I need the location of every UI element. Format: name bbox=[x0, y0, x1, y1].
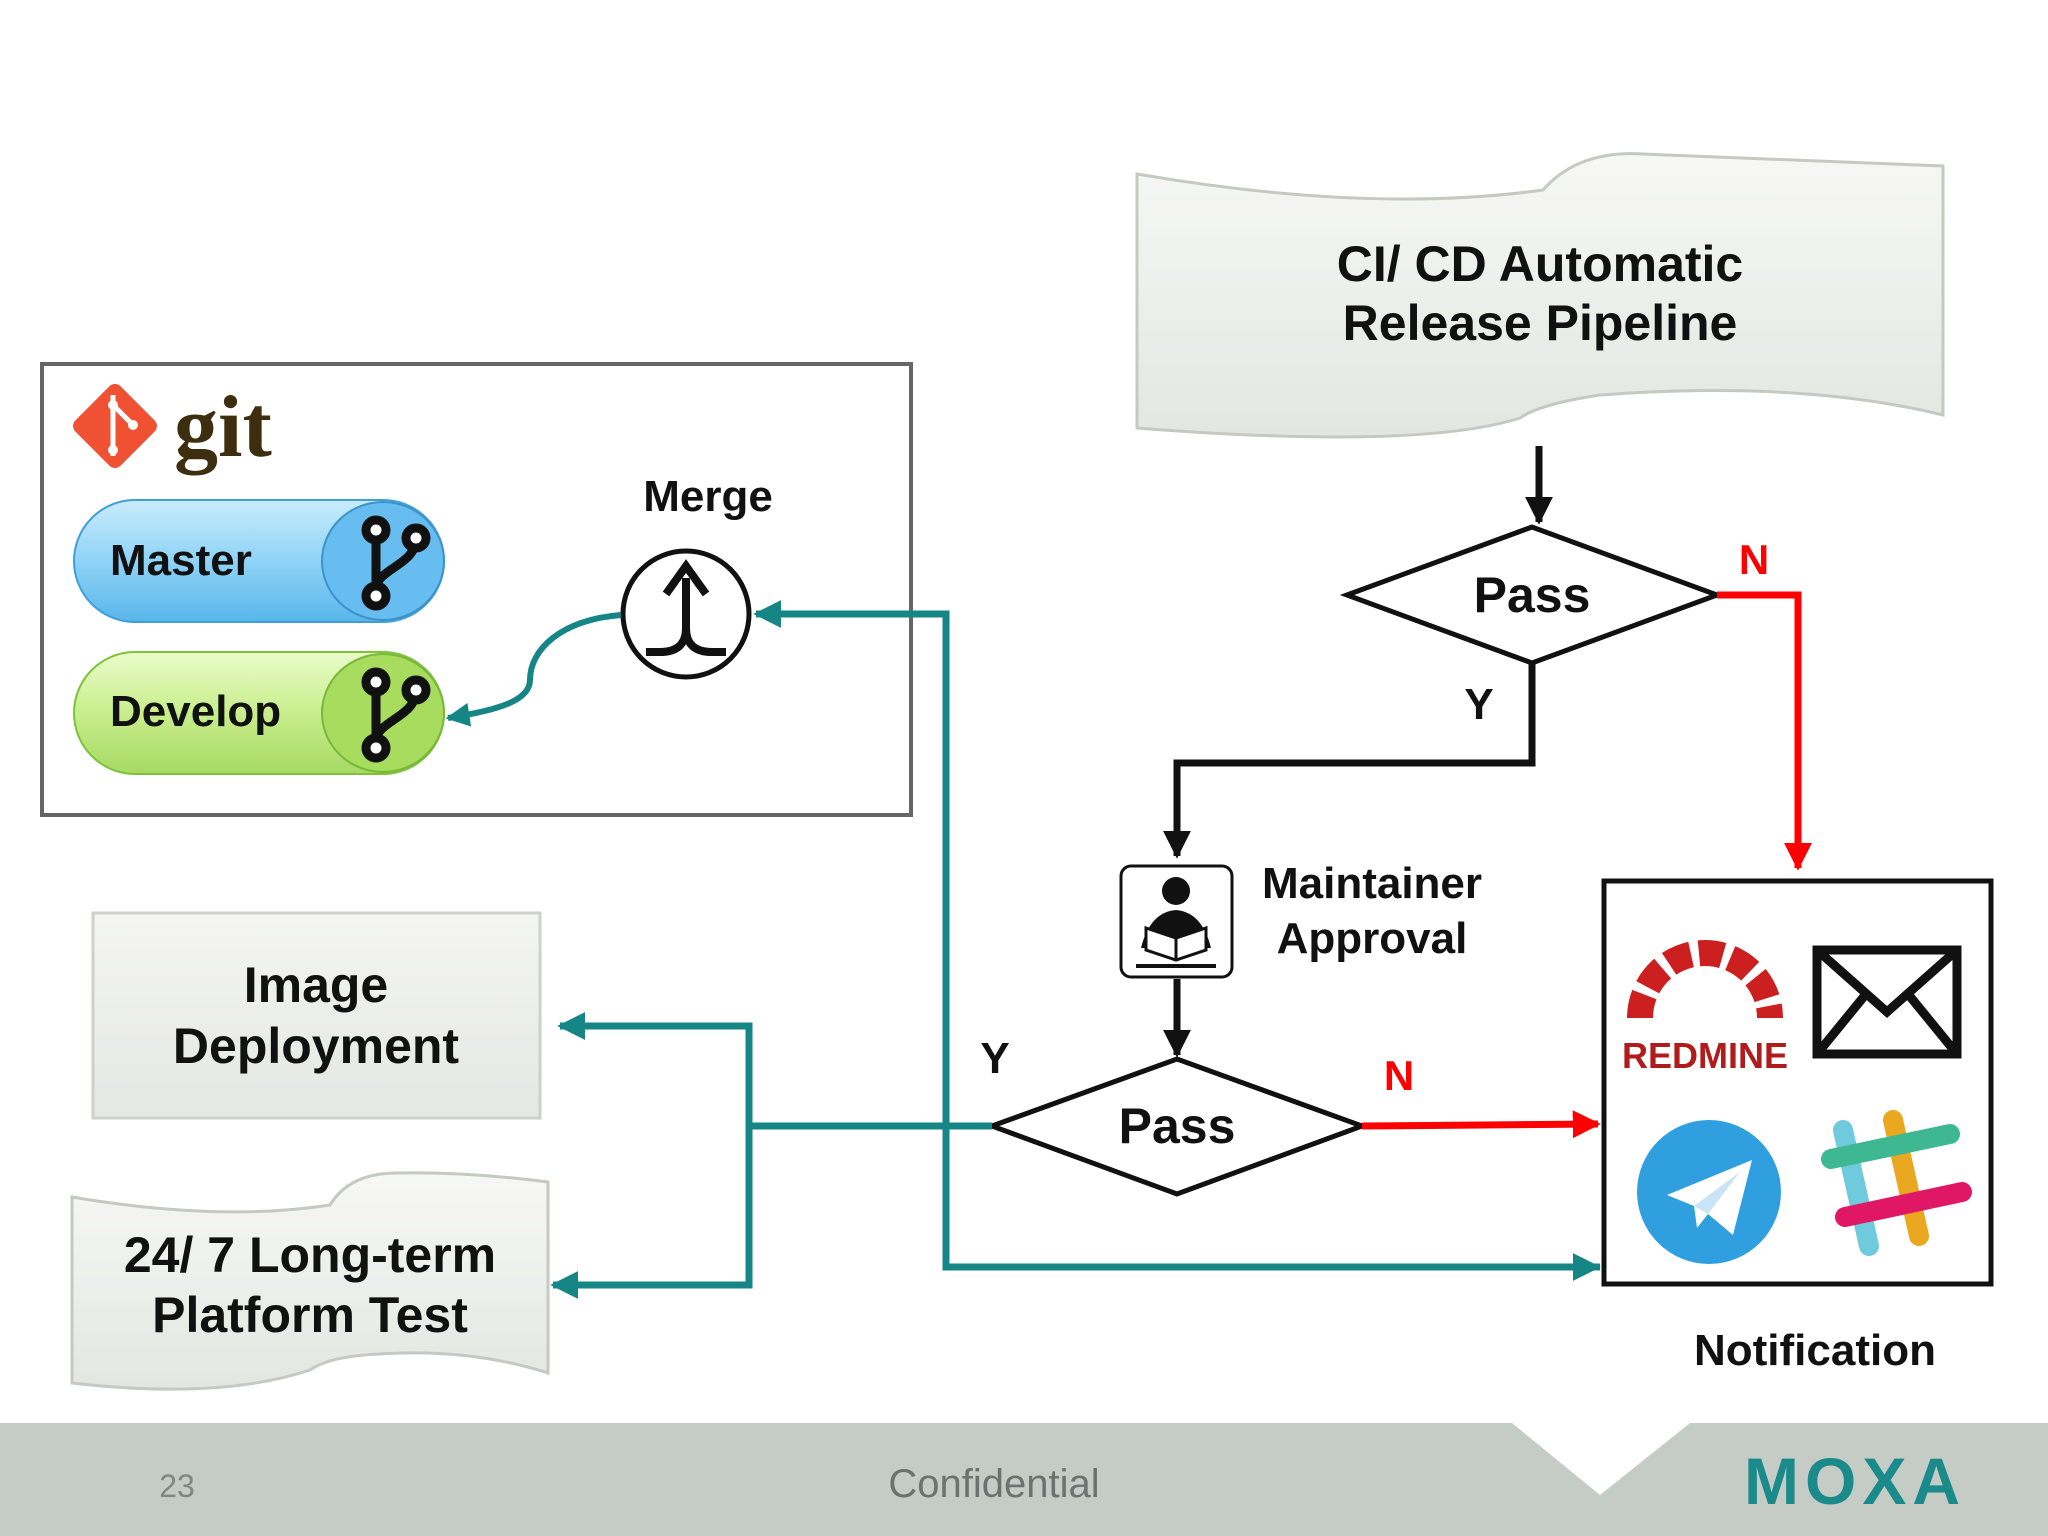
develop-branch[interactable]: Develop bbox=[73, 651, 445, 775]
redmine-icon: REDMINE bbox=[1622, 940, 1788, 1076]
pass-1-no-arrow bbox=[1717, 591, 1812, 871]
platform-test-line1: 24/ 7 Long-term bbox=[124, 1227, 496, 1283]
pipeline-title-line1: CI/ CD Automatic bbox=[1337, 236, 1744, 292]
pass-2-no-arrow bbox=[1361, 1110, 1601, 1139]
git-panel bbox=[40, 362, 913, 817]
mail-icon bbox=[1812, 945, 1962, 1059]
merge-icon bbox=[620, 548, 752, 680]
notification-label: Notification bbox=[1694, 1326, 1936, 1375]
pass-1-yes-label: Y bbox=[1464, 680, 1493, 729]
approval-label-line2: Approval bbox=[1277, 914, 1468, 963]
pass-1-no-label: N bbox=[1739, 536, 1769, 583]
pass-2-yes-label: Y bbox=[980, 1034, 1009, 1083]
page-number: 23 bbox=[159, 1468, 195, 1504]
redmine-text: REDMINE bbox=[1622, 1035, 1788, 1076]
footer-confidential: Confidential bbox=[888, 1462, 1099, 1506]
pipeline-title-line2: Release Pipeline bbox=[1343, 295, 1738, 351]
merge-to-develop-arrow bbox=[445, 612, 622, 727]
moxa-logo: MOXA bbox=[1744, 1444, 1966, 1518]
branch-icon bbox=[361, 515, 431, 611]
merge-label: Merge bbox=[643, 472, 773, 521]
to-image-deployment-arrow bbox=[557, 1012, 753, 1126]
master-branch[interactable]: Master bbox=[73, 499, 445, 623]
pass-1-label: Pass bbox=[1474, 567, 1591, 623]
pass-1-yes-arrow bbox=[1163, 663, 1536, 859]
image-deployment-line2: Deployment bbox=[173, 1018, 460, 1074]
footer-band bbox=[0, 1423, 2048, 1536]
git-logo-icon bbox=[73, 384, 157, 468]
slack-icon bbox=[1821, 1110, 1972, 1256]
telegram-icon bbox=[1637, 1120, 1781, 1264]
pass-2-label: Pass bbox=[1119, 1098, 1236, 1154]
image-deployment-box bbox=[91, 911, 542, 1120]
to-platform-test-arrow bbox=[550, 1126, 753, 1299]
develop-label: Develop bbox=[110, 687, 281, 736]
platform-test-shape bbox=[70, 1171, 550, 1391]
pipeline-title-shape bbox=[1135, 152, 1945, 439]
master-label: Master bbox=[110, 536, 252, 585]
approval-label-line1: Maintainer bbox=[1262, 859, 1482, 908]
pass-2-no-label: N bbox=[1384, 1052, 1414, 1099]
branch-icon bbox=[361, 667, 431, 763]
image-deployment-line1: Image bbox=[244, 957, 389, 1013]
maintainer-approval-icon bbox=[1119, 864, 1234, 979]
platform-test-line2: Platform Test bbox=[152, 1287, 468, 1343]
git-logo-text: git bbox=[174, 379, 272, 476]
